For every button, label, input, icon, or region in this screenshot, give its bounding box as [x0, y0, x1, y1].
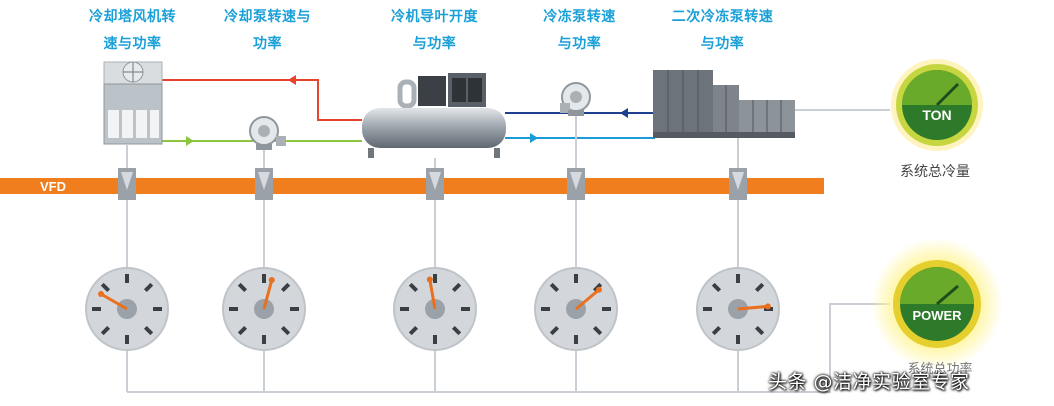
gauge-tick	[549, 282, 560, 293]
gauge-tick	[237, 282, 248, 293]
gauge-tick	[100, 282, 111, 293]
gauge-tick	[451, 282, 462, 293]
label-cooling-pump: 冷却泵转速与 功率	[205, 4, 330, 58]
gauge-group	[85, 267, 780, 351]
gauge-tick	[100, 325, 111, 336]
cooling-pump-icon	[249, 116, 286, 150]
power-meter: POWER	[871, 238, 1003, 370]
label-chilled-pump: 冷冻泵转速 与功率	[522, 4, 637, 58]
gauge-needle-tip	[268, 277, 275, 284]
gauge-needle	[262, 279, 274, 310]
vfd-label: VFD	[40, 179, 66, 194]
gauge-needle	[428, 279, 437, 310]
gauge-needle-tip	[764, 303, 771, 310]
gauge-tick	[754, 282, 765, 293]
ton-caption: 系统总冷量	[900, 164, 970, 180]
label-line: 与功率	[700, 36, 745, 52]
gauge-chiller	[393, 267, 477, 351]
label-line: 速与功率	[103, 36, 162, 52]
arrow-icon	[530, 133, 538, 143]
gauge-tick	[280, 325, 291, 336]
label-line: 冷却塔风机转	[89, 9, 176, 25]
label-line: 冷机导叶开度	[391, 9, 478, 25]
chiller-icon	[362, 73, 506, 158]
sensor-stems	[126, 116, 739, 168]
gauge-tick	[408, 282, 419, 293]
vfd-drive-blocks	[118, 168, 747, 200]
signal-lines	[126, 109, 890, 393]
watermark: 头条 @洁净实验室专家	[768, 371, 970, 393]
label-line: 与功率	[412, 36, 457, 52]
gauge-tick	[711, 325, 722, 336]
gauge-tick	[408, 325, 419, 336]
power-caption: 系统总功率	[907, 362, 973, 377]
label-line: 二次冷冻泵转速	[671, 9, 774, 25]
power-text: POWER	[912, 308, 962, 323]
gauge-tick	[592, 325, 603, 336]
label-secondary-pump: 二次冷冻泵转速 与功率	[650, 4, 795, 58]
gauge-needle-tip	[426, 276, 433, 283]
ton-text: TON	[922, 107, 951, 123]
gauge-needle	[575, 288, 600, 311]
gauge-tower	[85, 267, 169, 351]
secondary-pump-cabinet-icon	[653, 70, 795, 138]
gauge-cwpump	[222, 267, 306, 351]
label-chiller: 冷机导叶开度 与功率	[372, 4, 497, 58]
gauge-tick	[237, 325, 248, 336]
gauge-needle	[100, 292, 128, 311]
gauge-needle-tip	[98, 291, 105, 297]
ton-meter: TON	[891, 59, 983, 151]
gauge-chwpump	[534, 267, 618, 351]
gauge-needle-tip	[595, 286, 602, 293]
gauge-tick	[451, 325, 462, 336]
gauge-needle	[737, 304, 769, 311]
gauge-tick	[143, 325, 154, 336]
gauge-tick	[549, 325, 560, 336]
label-cooling-tower: 冷却塔风机转 速与功率	[70, 4, 195, 58]
gauge-tick	[143, 282, 154, 293]
gauge-tick	[754, 325, 765, 336]
arrow-icon	[186, 136, 194, 146]
arrow-icon	[288, 75, 296, 85]
chilled-pump-icon	[560, 82, 591, 116]
label-line: 与功率	[557, 36, 602, 52]
condenser-return-pipe	[160, 79, 362, 121]
label-line: 冷却泵转速与	[224, 9, 311, 25]
gauge-secondary	[696, 267, 780, 351]
arrow-icon	[620, 108, 628, 118]
label-line: 冷冻泵转速	[543, 9, 616, 25]
cooling-tower-icon	[103, 61, 163, 145]
label-line: 功率	[253, 36, 282, 52]
vfd-bar	[0, 178, 824, 194]
gauge-tick	[711, 282, 722, 293]
gauge-tick	[280, 282, 291, 293]
